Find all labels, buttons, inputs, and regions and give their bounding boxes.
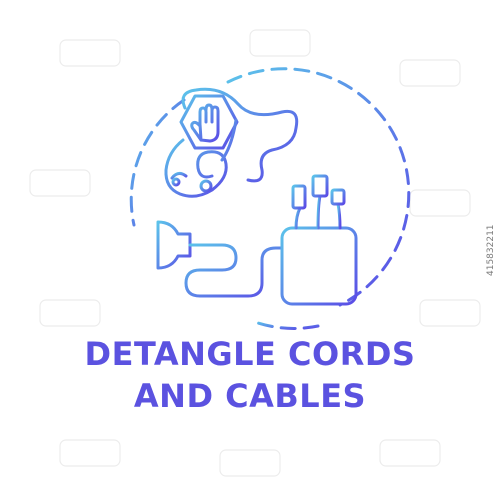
dashed-circle-frame [226,67,411,307]
caption-line-2: AND CABLES [133,377,367,415]
electric-plug-icon [138,220,284,298]
hand-stop-icon [179,94,239,150]
caption-title: DETANGLE CORDS AND CABLES [0,333,500,417]
stock-id-label: 415832211 [486,224,496,276]
cable-organizer-icon [280,166,358,306]
caption-line-1: DETANGLE CORDS [84,335,416,373]
tangled-cord-icon [164,87,299,198]
